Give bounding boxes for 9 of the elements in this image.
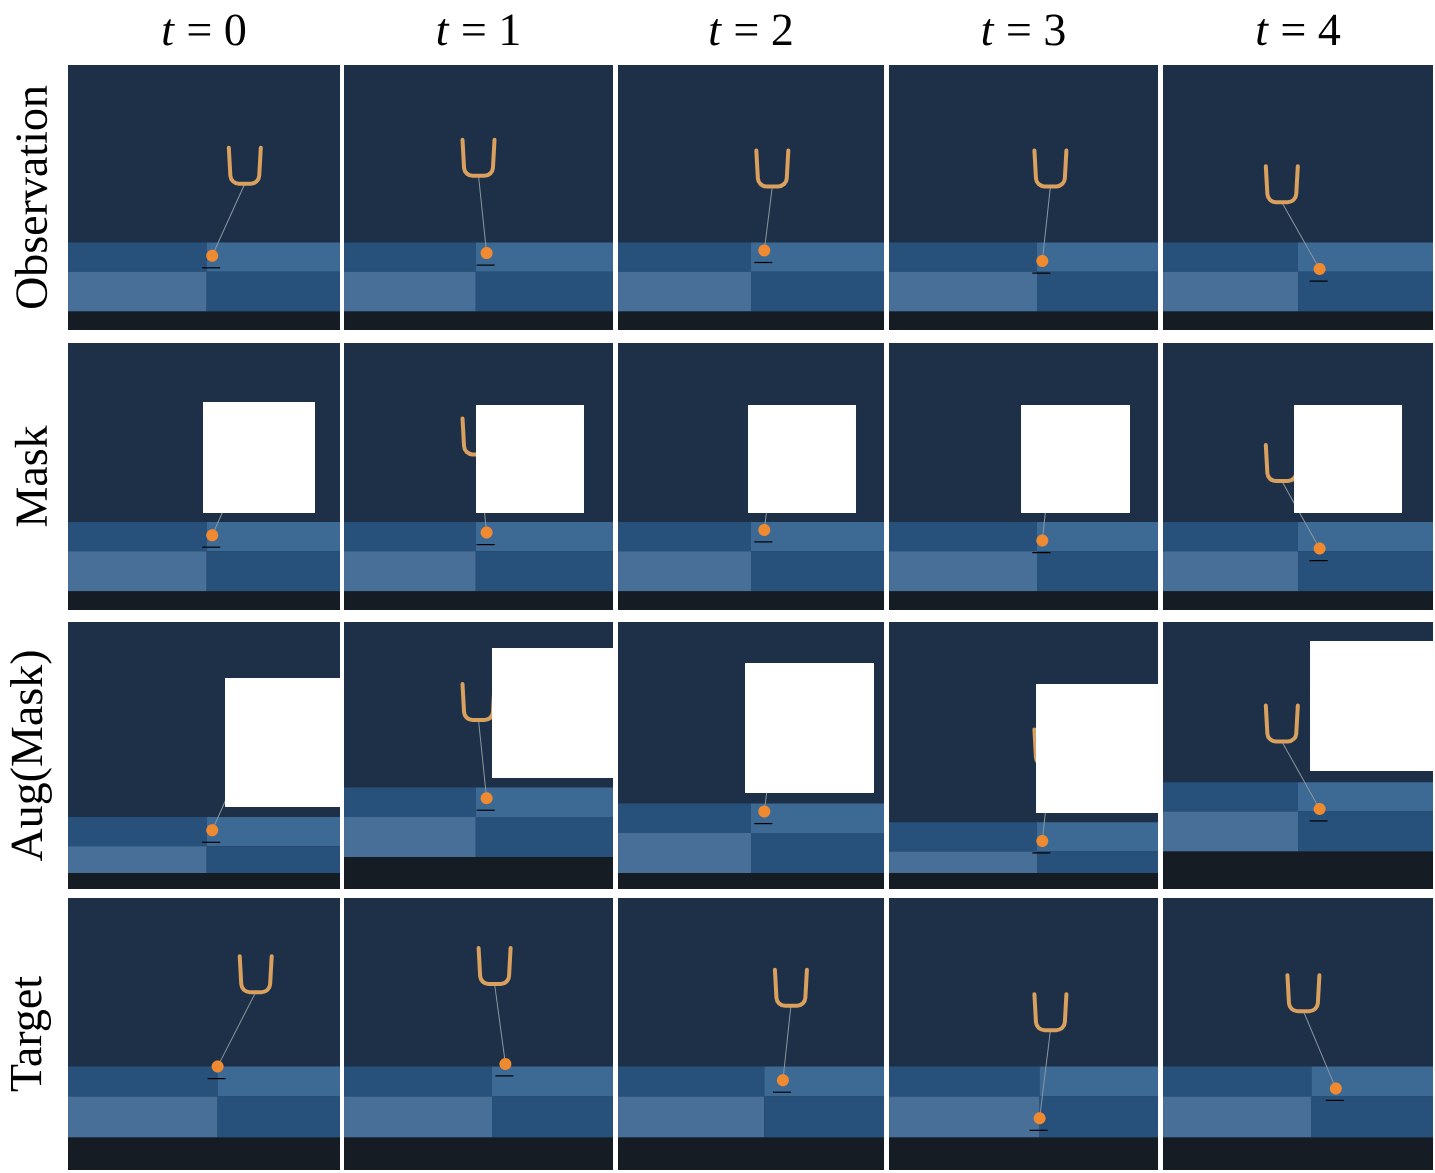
- row-label: Target: [11, 976, 51, 1092]
- column-header: t = 2: [710, 14, 792, 46]
- row-label: Observation: [14, 85, 48, 309]
- column-header: t = 0: [163, 14, 246, 46]
- row-label: Aug(Mask): [10, 651, 52, 862]
- column-header: t = 1: [437, 14, 519, 46]
- column-header: t = 4: [1257, 14, 1341, 46]
- column-header: t = 3: [982, 14, 1065, 46]
- row-label: Mask: [14, 425, 48, 527]
